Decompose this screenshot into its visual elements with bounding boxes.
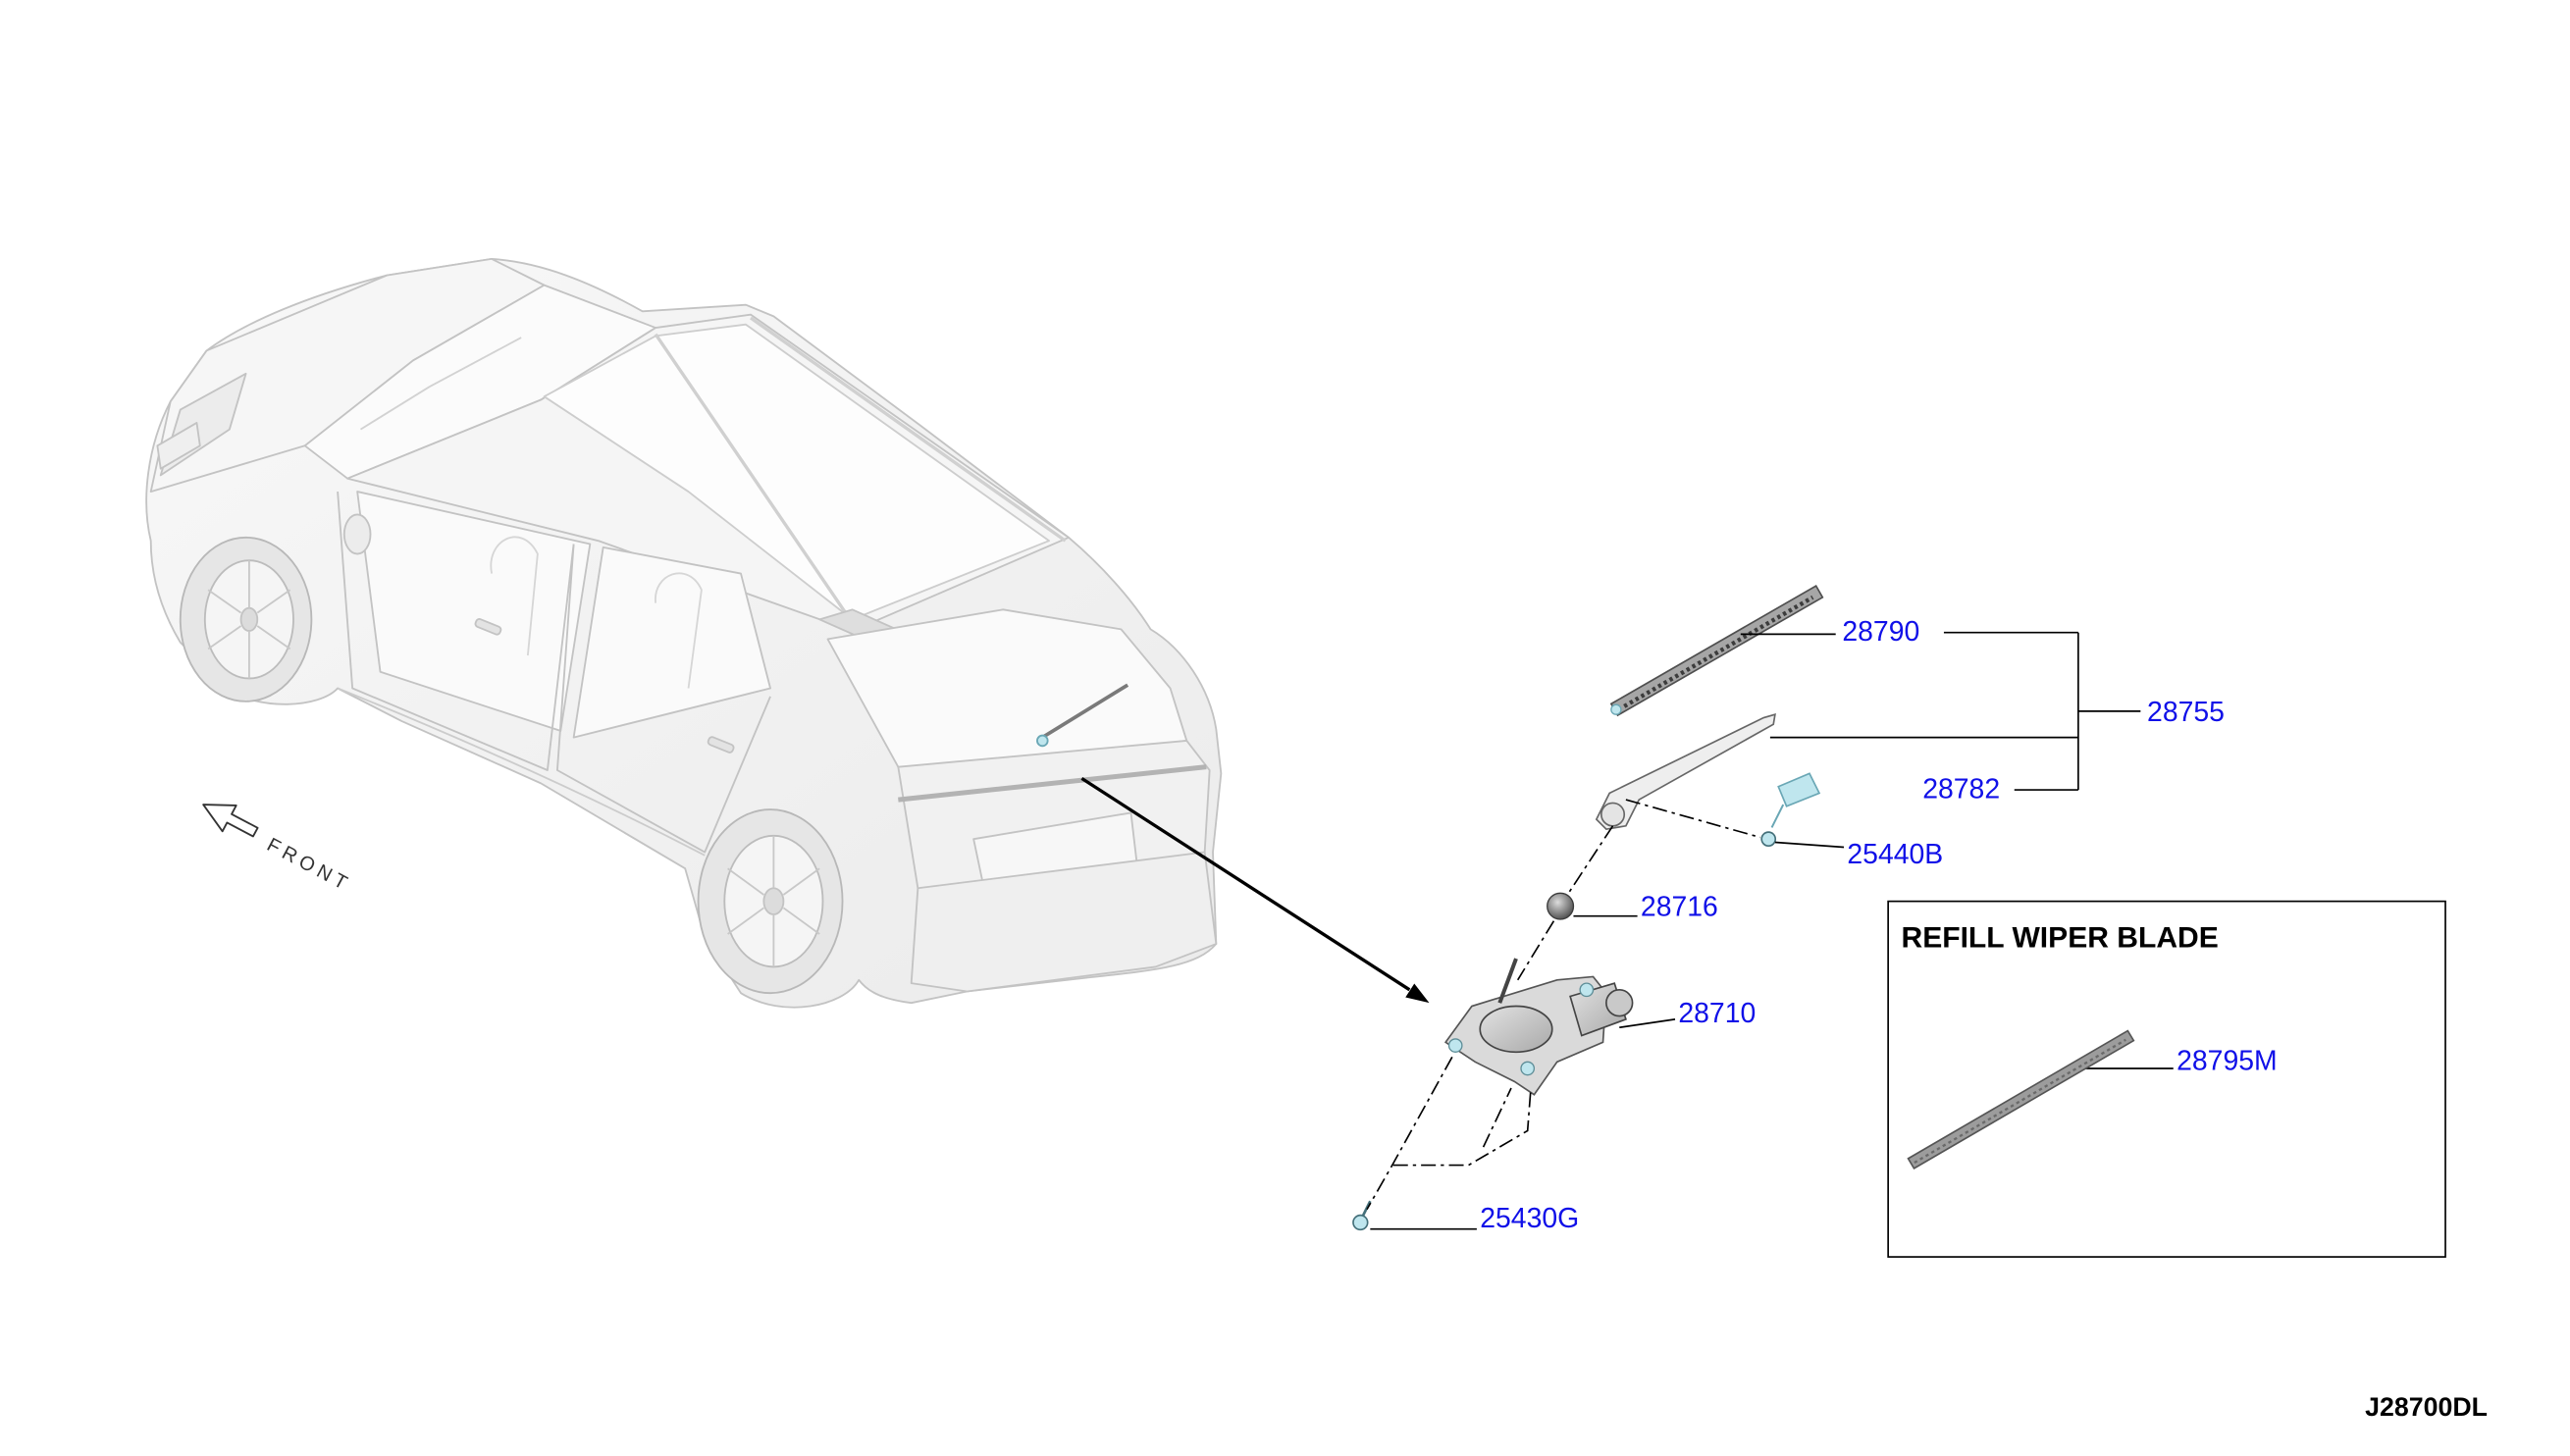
wiper-motor-part (1443, 958, 1634, 1096)
leader-line (1619, 1018, 1676, 1029)
rear-hub (762, 887, 785, 915)
arm-nut-part (1760, 831, 1777, 848)
wiper-arm-body (1595, 713, 1776, 831)
refill-box-frame (1887, 900, 2446, 1258)
arm-cap-stem (1770, 804, 1785, 828)
rear-rim-spokes (727, 835, 820, 967)
roof-rail (750, 316, 1067, 543)
interior-seat (490, 536, 539, 656)
front-hub (239, 606, 259, 632)
pivot-cap-callout[interactable]: 28716 (1641, 892, 1718, 923)
rear-wiper-pivot-highlight (1036, 734, 1049, 748)
wiper-blade-callout[interactable]: 28790 (1842, 616, 1919, 648)
wiper-arm-pivot-head (1600, 802, 1626, 827)
wiper-arm-assembly-callout[interactable]: 28755 (2147, 697, 2225, 728)
rear-wheel (697, 808, 844, 995)
wiper-arm-part (1595, 713, 1776, 831)
motor-spindle (1497, 958, 1518, 1004)
assembly-chain-line (1625, 799, 1761, 839)
front-rim-spokes (207, 560, 291, 679)
door-handle (707, 736, 735, 754)
motor-bushing (1579, 982, 1595, 998)
interior-seat (655, 572, 703, 689)
pointer-arrow-head (1405, 983, 1430, 1004)
tail-light (898, 764, 1207, 803)
side-mirror (342, 513, 372, 555)
refill-wiper-blade-box: REFILL WIPER BLADE 28795M (1887, 900, 2446, 1258)
arm-cap-callout[interactable]: 28782 (1922, 773, 2000, 805)
motor-gear-housing (1479, 1005, 1553, 1054)
motor-bushing (1447, 1038, 1463, 1053)
wiper-blade-end-cap (1610, 703, 1622, 715)
leader-line (1774, 841, 1845, 849)
assembly-chain-line (1516, 825, 1614, 981)
motor-bolt-head (1352, 1214, 1369, 1231)
door-handle (474, 618, 502, 636)
pointer-arrow-shaft (1080, 776, 1411, 992)
refill-blade-rib (1914, 1038, 2126, 1165)
rear-bumper (910, 851, 1218, 993)
body-crease (337, 687, 706, 857)
rear-wiper-on-vehicle (1041, 683, 1129, 740)
motor-bolt-shaft (1360, 1200, 1372, 1219)
refill-blade-part (1907, 1029, 2135, 1170)
refill-box-title: REFILL WIPER BLADE (1902, 921, 2219, 954)
arm-cap-part (1770, 772, 1821, 828)
vehicle-illustration (145, 257, 1223, 1009)
wiper-blade-part (1609, 584, 1824, 717)
figure-code: J28700DL (2365, 1392, 2488, 1422)
headlight (156, 422, 201, 470)
dashboard (360, 337, 522, 431)
roof-rail (654, 333, 854, 624)
assembly-chain-line (1482, 1087, 1512, 1148)
wiper-motor-callout[interactable]: 28710 (1678, 998, 1756, 1029)
assembly-chain-line (1392, 1087, 1532, 1167)
motor-bushing (1520, 1061, 1536, 1076)
refill-blade-callout[interactable]: 28795M (2177, 1046, 2278, 1077)
motor-bolt-part (1352, 1200, 1372, 1231)
assembly-chain-line (1366, 1056, 1453, 1211)
arm-cap-body (1777, 772, 1821, 807)
door-outline (555, 544, 771, 854)
motor-end-cap (1605, 988, 1634, 1017)
arm-nut-callout[interactable]: 25440B (1847, 839, 1943, 870)
door-outline (337, 492, 575, 771)
motor-bolt-callout[interactable]: 25430G (1480, 1203, 1579, 1234)
rear-side-window (572, 546, 771, 739)
pivot-cap-part (1547, 892, 1575, 920)
front-direction-arrow-icon (202, 804, 259, 838)
front-wheel (179, 536, 313, 702)
